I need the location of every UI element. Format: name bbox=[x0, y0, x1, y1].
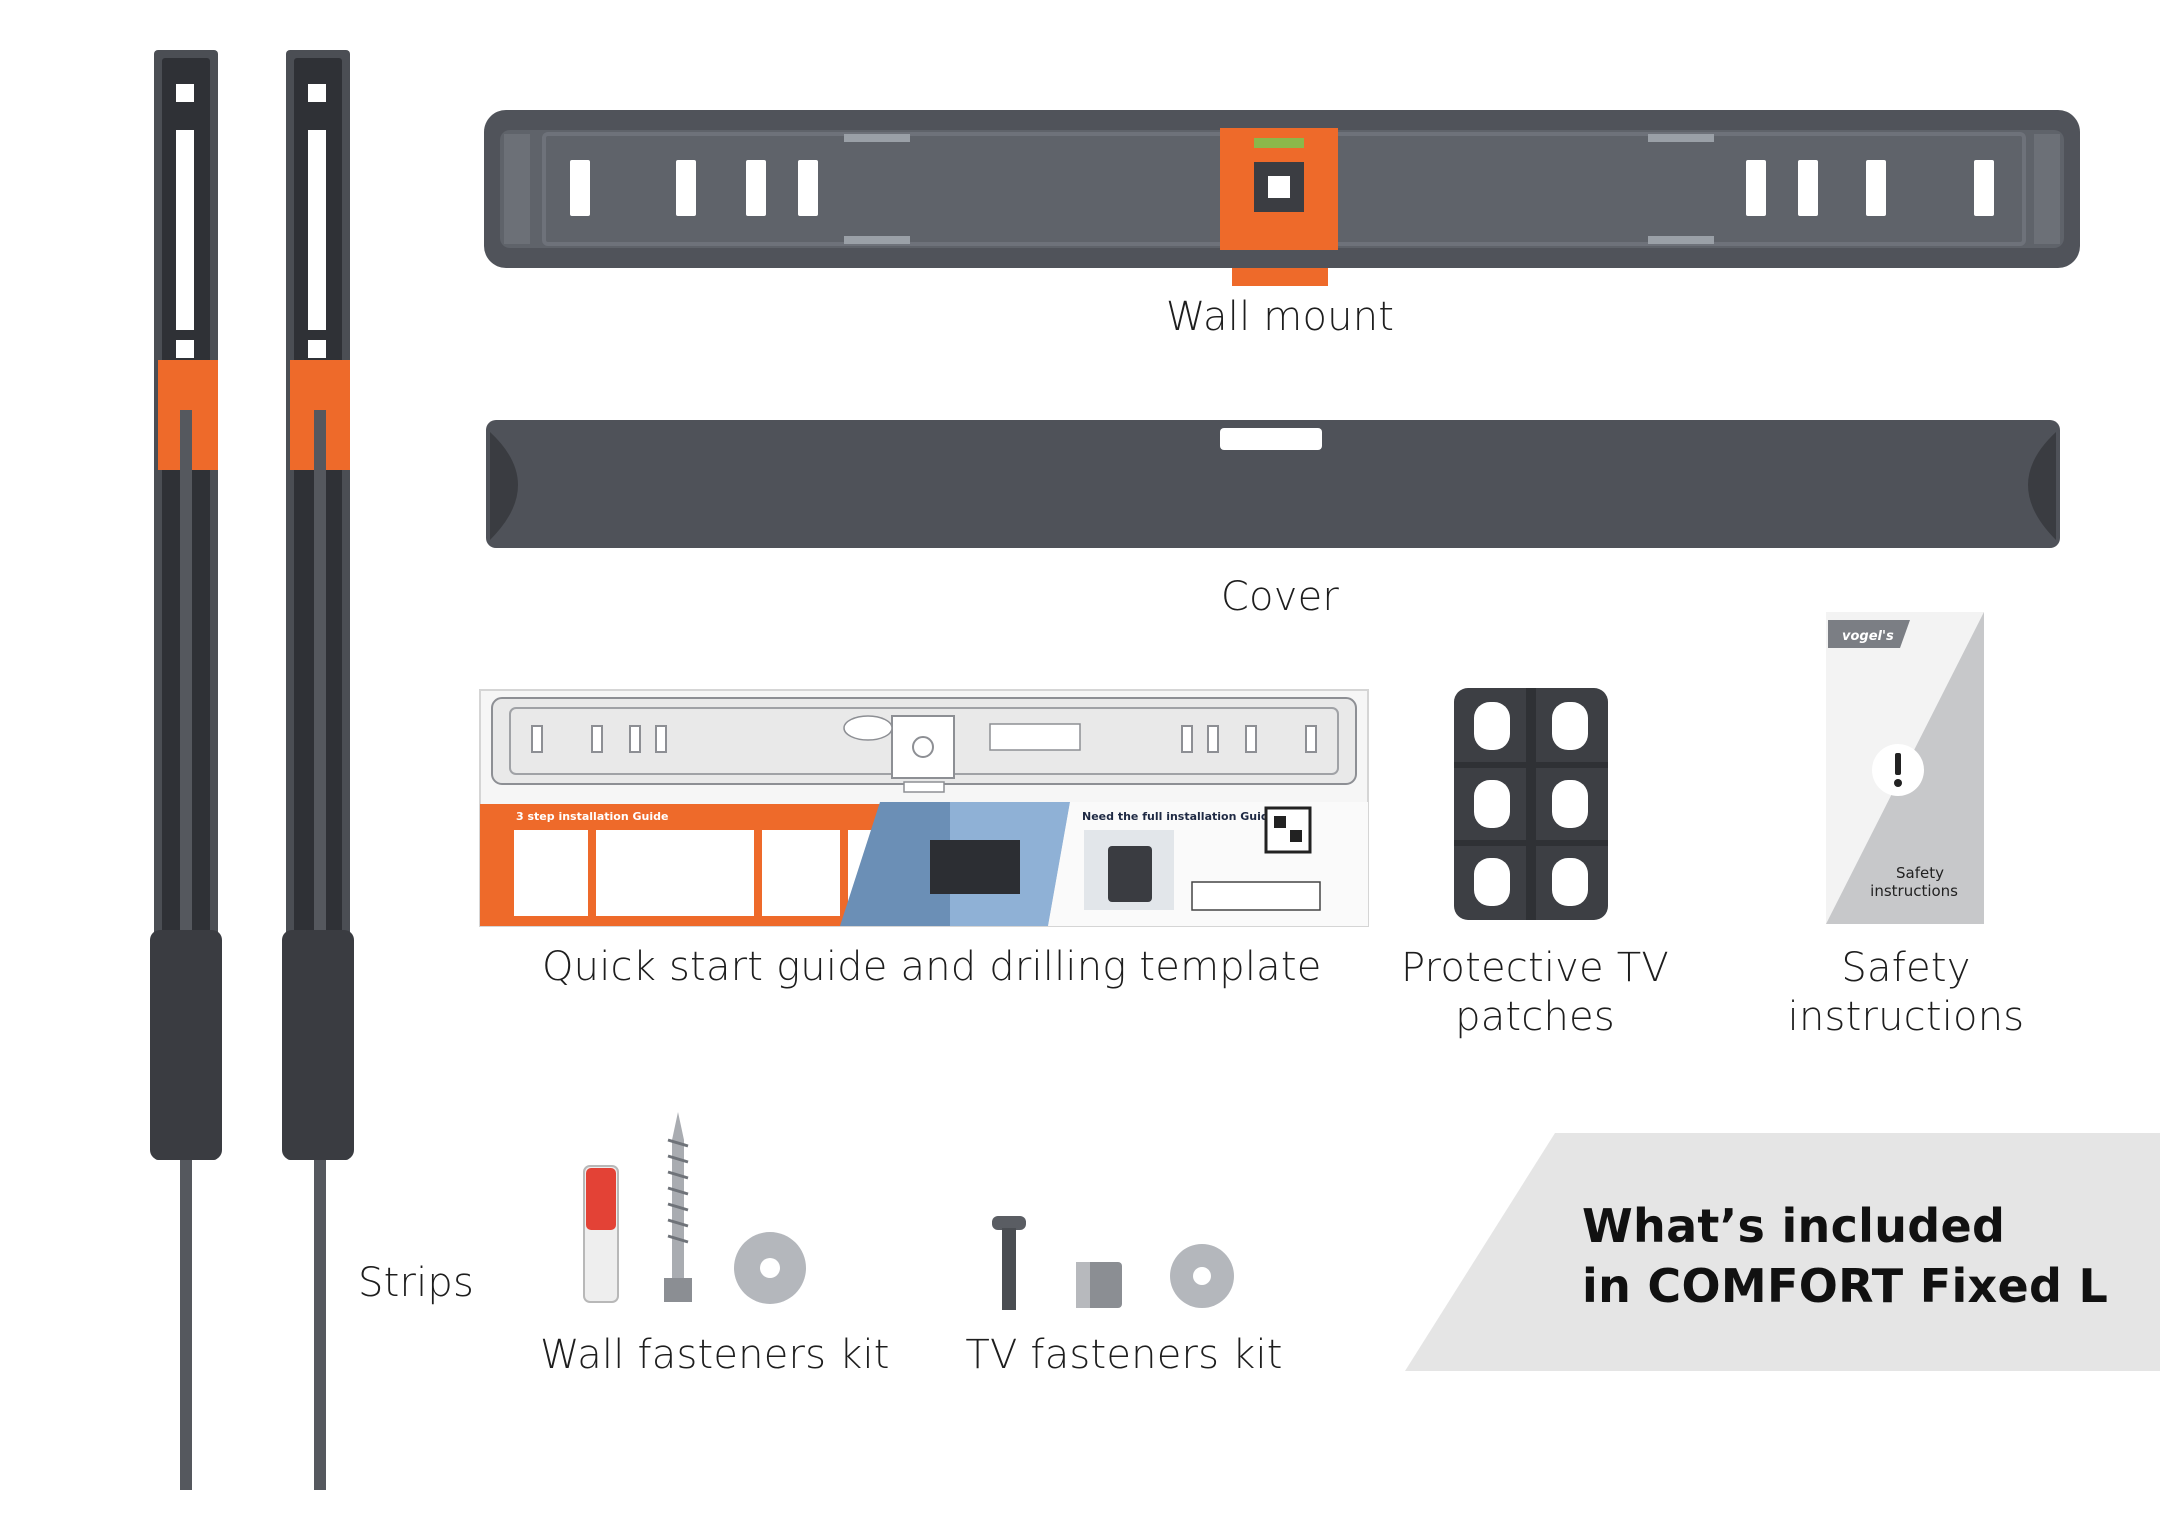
quick-start-guide-illustration: 3 step installation Guide Need the full … bbox=[479, 689, 1369, 927]
strips-label: Strips bbox=[358, 1260, 475, 1306]
booklet-title-line2: instructions bbox=[1870, 882, 1958, 900]
patches-label-line1: Protective TV bbox=[1401, 945, 1669, 991]
tv-fasteners-label: TV fasteners kit bbox=[965, 1332, 1283, 1378]
patches-label-line2: patches bbox=[1455, 994, 1615, 1040]
tv-fasteners-illustration bbox=[992, 1216, 1234, 1310]
safety-label-line2: instructions bbox=[1787, 994, 2025, 1040]
banner-title-line2: in COMFORT Fixed L bbox=[1582, 1259, 2109, 1313]
protective-patches-label: Protective TV patches bbox=[1380, 944, 1690, 1042]
quick-start-label: Quick start guide and drilling template bbox=[542, 944, 1322, 990]
banner-title-line1: What’s included bbox=[1582, 1199, 2006, 1253]
protective-patches-illustration bbox=[1454, 688, 1608, 920]
steps-title: 3 step installation Guide bbox=[516, 810, 668, 823]
safety-instructions-label: Safety instructions bbox=[1756, 944, 2056, 1042]
strip-left bbox=[150, 50, 222, 1490]
full-guide-title: Need the full installation Guide? bbox=[1082, 810, 1283, 823]
included-banner bbox=[1405, 1133, 2160, 1371]
safety-label-line1: Safety bbox=[1841, 945, 1971, 991]
wall-fasteners-illustration bbox=[583, 1112, 806, 1304]
safety-booklet-illustration: vogel's Safety instructions bbox=[1826, 612, 1984, 924]
included-banner-title: What’s included in COMFORT Fixed L bbox=[1582, 1196, 2142, 1316]
cover-label: Cover bbox=[1220, 574, 1340, 620]
wall-mount-label: Wall mount bbox=[1165, 294, 1395, 340]
wall-fasteners-label: Wall fasteners kit bbox=[540, 1332, 890, 1378]
booklet-brand: vogel's bbox=[1842, 629, 1894, 644]
strips-illustration bbox=[150, 50, 354, 1490]
wall-mount-illustration bbox=[484, 110, 2080, 286]
booklet-title-line1: Safety bbox=[1896, 864, 1944, 882]
strip-right bbox=[282, 50, 354, 1490]
cover-illustration bbox=[486, 420, 2060, 548]
